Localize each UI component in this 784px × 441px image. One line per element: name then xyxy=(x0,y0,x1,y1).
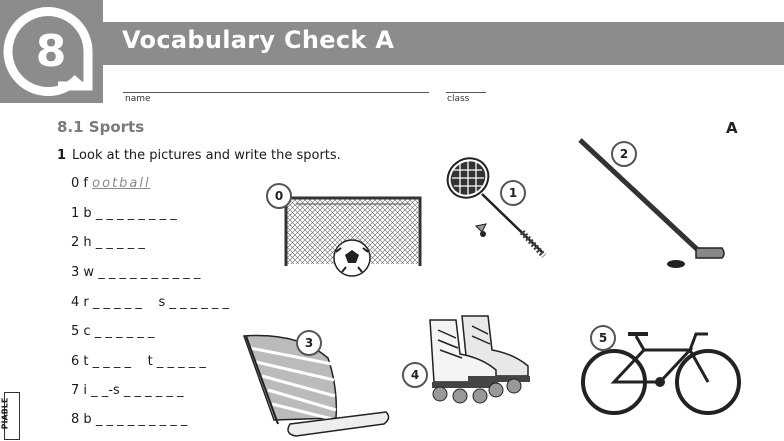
picture-number-5: 5 xyxy=(590,325,616,351)
item-prefix: f xyxy=(83,176,93,191)
list-item: 0 f ootball xyxy=(71,176,151,191)
section-letter: A xyxy=(726,119,738,137)
list-item: 1 b _ _ _ _ _ _ _ _ xyxy=(71,206,177,221)
item-prefix: b xyxy=(83,412,96,427)
shuttlecock-icon xyxy=(480,231,486,237)
item-number: 5 xyxy=(71,324,80,339)
football-goal-picture xyxy=(284,196,422,277)
unit-circle-icon: 8 xyxy=(3,7,93,96)
item-number: 1 xyxy=(71,206,80,221)
answer-blank[interactable]: _ _-s _ _ _ _ _ _ xyxy=(91,383,184,398)
list-item: 5 c _ _ _ _ _ _ xyxy=(71,324,154,339)
item-number: 4 xyxy=(71,295,80,310)
bicycle-picture xyxy=(581,332,741,415)
unit-number: 8 xyxy=(36,26,67,77)
title-bar xyxy=(103,22,784,65)
answer-blank[interactable]: _ _ _ _ _ s _ _ _ _ _ _ xyxy=(92,295,230,310)
windsurf-picture xyxy=(242,334,390,437)
class-label: class xyxy=(447,94,470,104)
class-line xyxy=(446,92,486,93)
list-item: 7 i _ _-s _ _ _ _ _ _ xyxy=(71,383,184,398)
instruction-text: Look at the pictures and write the sport… xyxy=(72,148,341,163)
exercise-instruction: 1 Look at the pictures and write the spor… xyxy=(57,148,341,163)
answer-blank[interactable]: _ _ _ _ _ _ _ _ _ xyxy=(95,412,188,427)
badminton-racket-picture xyxy=(446,157,547,259)
item-prefix: c xyxy=(83,324,95,339)
item-prefix: i xyxy=(83,383,92,398)
list-item: 6 t _ _ _ _ t _ _ _ _ _ xyxy=(71,354,206,369)
picture-number-3: 3 xyxy=(296,330,322,356)
list-item: 2 h _ _ _ _ _ xyxy=(71,235,145,250)
item-example-answer: ootball xyxy=(92,176,151,191)
page-title: Vocabulary Check A xyxy=(122,26,395,54)
answer-blank[interactable]: _ _ _ _ _ _ _ _ xyxy=(95,206,177,221)
list-item: 8 b _ _ _ _ _ _ _ _ _ xyxy=(71,412,187,427)
item-number: 8 xyxy=(71,412,80,427)
name-label: name xyxy=(125,94,151,104)
picture-number-1: 1 xyxy=(500,180,526,206)
item-number: 0 xyxy=(71,176,80,191)
item-prefix: b xyxy=(83,206,96,221)
exercise-number: 1 xyxy=(57,148,67,163)
picture-number-0: 0 xyxy=(266,183,292,209)
answer-blank[interactable]: _ _ _ _ t _ _ _ _ _ xyxy=(92,354,206,369)
answer-blank[interactable]: _ _ _ _ _ _ xyxy=(94,324,155,339)
item-prefix: h xyxy=(83,235,96,250)
item-number: 3 xyxy=(71,265,80,280)
picture-number-4: 4 xyxy=(402,362,428,388)
name-line xyxy=(123,92,429,93)
item-prefix: t xyxy=(83,354,93,369)
picture-number-2: 2 xyxy=(611,141,637,167)
side-tab-label: PIABLE xyxy=(0,397,10,430)
item-number: 2 xyxy=(71,235,80,250)
answer-blank[interactable]: _ _ _ _ _ _ _ _ _ _ xyxy=(98,265,201,280)
item-number: 7 xyxy=(71,383,80,398)
hockey-stick-picture xyxy=(578,138,725,268)
item-prefix: w xyxy=(83,265,99,280)
list-item: 3 w _ _ _ _ _ _ _ _ _ _ xyxy=(71,265,200,280)
side-tab: PIABLE xyxy=(0,392,20,440)
puck-icon xyxy=(667,260,685,268)
roller-skates-picture xyxy=(429,315,530,404)
section-heading: 8.1 Sports xyxy=(57,118,145,136)
unit-badge: 8 xyxy=(0,0,103,103)
item-number: 6 xyxy=(71,354,80,369)
item-prefix: r xyxy=(83,295,93,310)
list-item: 4 r _ _ _ _ _ s _ _ _ _ _ _ xyxy=(71,295,229,310)
answer-blank[interactable]: _ _ _ _ _ xyxy=(95,235,145,250)
